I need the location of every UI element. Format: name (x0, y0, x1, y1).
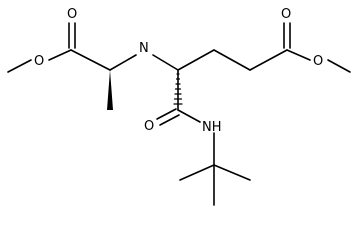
bond-ester1-c-calpha (70, 49, 111, 71)
atom-labels: O O N O O O NH (34, 7, 323, 135)
bond-cgamma-ch2a (177, 49, 215, 71)
bond-calpha-n (109, 54, 137, 71)
bond-o-c-ester1 (48, 49, 72, 61)
atom-o-ester2-methoxy: O (313, 54, 323, 69)
atom-o-ester1-methoxy: O (34, 54, 44, 69)
bond-ch2a-ch2b (213, 49, 251, 71)
atom-nh-amide: NH (202, 120, 222, 135)
atom-o-ester1-carbonyl: O (67, 7, 77, 22)
atom-o-ester2-carbonyl: O (281, 7, 291, 22)
stereo-wedges (107, 70, 183, 110)
bond-camide-nh (177, 109, 201, 123)
atom-o-amide-carbonyl: O (144, 119, 154, 134)
bond-c-o-double-amide-b (159, 114, 180, 126)
bond-methyl1-o (7, 59, 32, 73)
bond-c-o-double-amide-a (156, 108, 177, 120)
bond-cq-methyl-right (213, 164, 251, 181)
bond-ch2b-c-ester2 (249, 49, 288, 71)
wedge-bond-calpha-methyl (107, 70, 113, 110)
bond-cq-methyl-left (179, 164, 215, 181)
atom-n-amine: N (139, 41, 149, 56)
hashed-wedge-bond-cgamma-camide (173, 73, 183, 105)
molecule-structure-diagram: O O N O O O NH (7, 7, 351, 206)
bond-o-methyl2 (327, 59, 351, 73)
bond-n-cgamma (152, 54, 179, 71)
bond-lines (7, 22, 351, 206)
bond-c-o-ester2 (286, 49, 311, 61)
